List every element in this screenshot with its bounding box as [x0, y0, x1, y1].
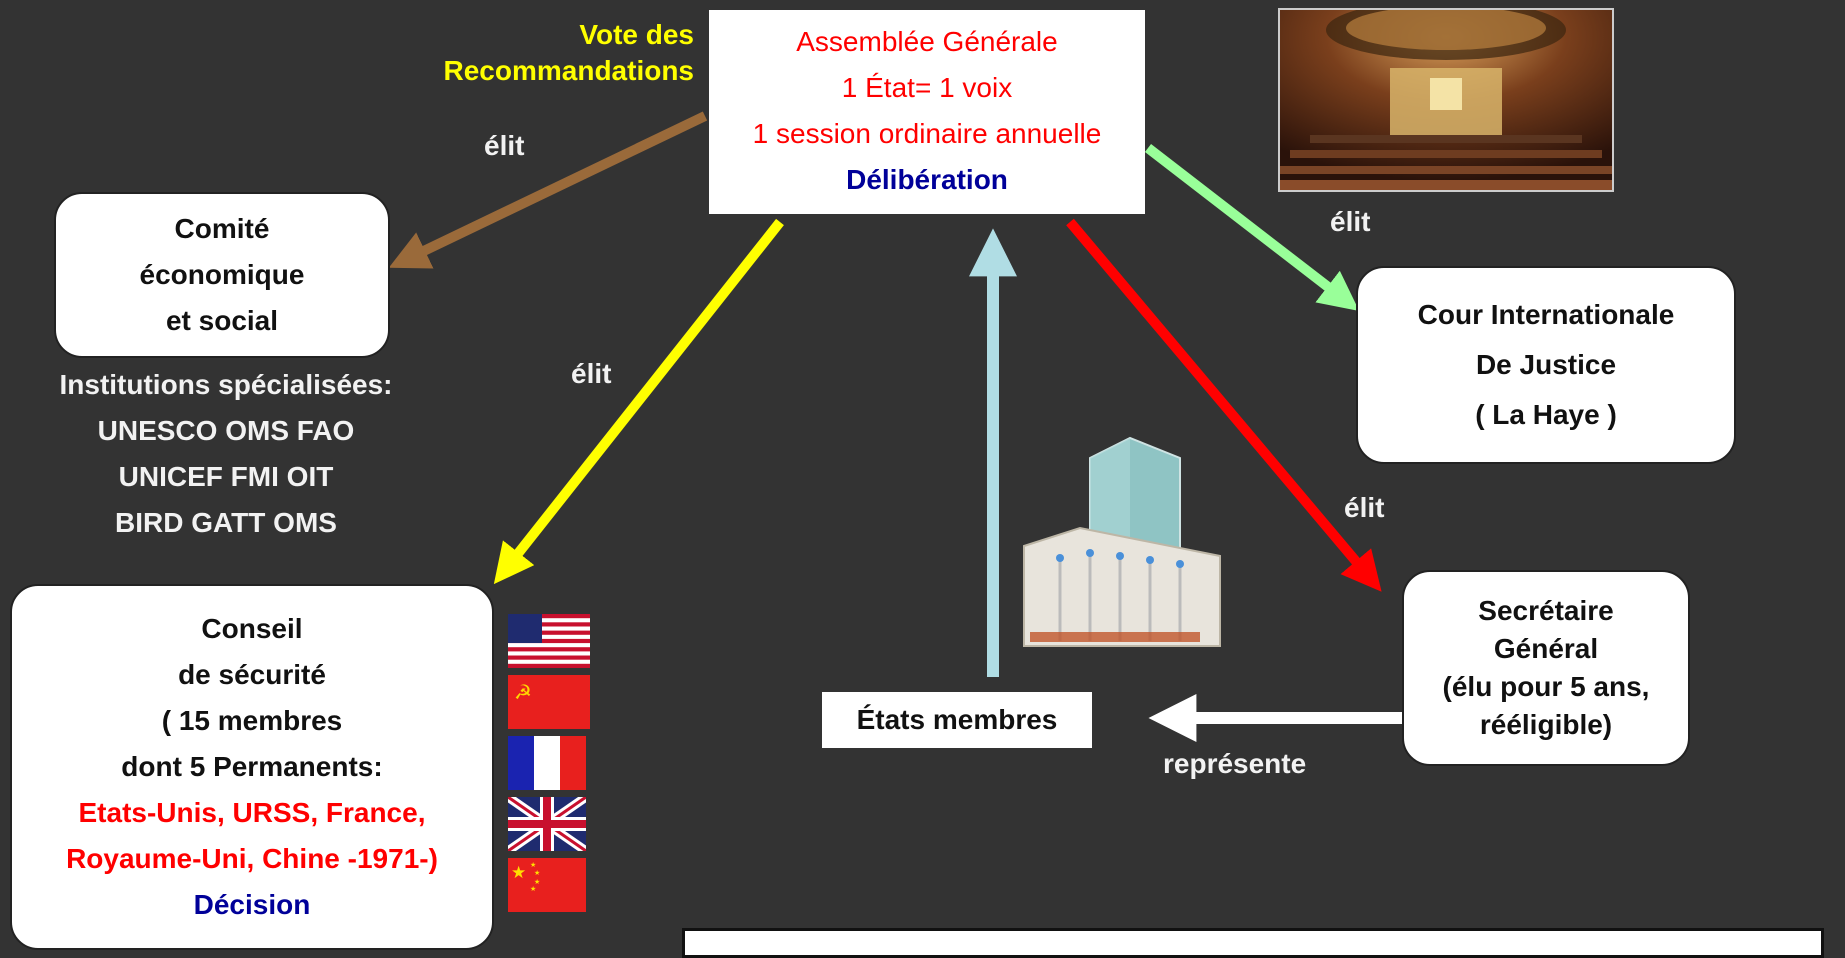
ussr-flag: ☭	[508, 675, 590, 729]
security-council-line: de sécurité	[178, 659, 326, 690]
elit-label-security: élit	[571, 358, 612, 389]
secretary-line: Général	[1493, 633, 1599, 664]
court-line: Cour Internationale	[1417, 299, 1675, 330]
svg-text:★: ★	[530, 861, 536, 869]
arrow-assembly-to-ecosoc	[388, 111, 708, 269]
usa-flag	[508, 614, 590, 668]
secretary-general-box: Secrétaire Général (élu pour 5 ans, réél…	[1402, 570, 1690, 766]
secretary-line: rééligible)	[1479, 709, 1613, 740]
member-states-box: États membres	[822, 692, 1092, 748]
member-states-label: États membres	[856, 704, 1058, 735]
security-council-line: Conseil	[201, 613, 303, 644]
arrow-assembly-to-secretary	[1066, 218, 1382, 592]
vote-recommendations-label: Vote des Recommandations	[380, 17, 695, 89]
elit-label-court: élit	[1330, 206, 1371, 237]
arrow-assembly-to-security-council	[493, 218, 784, 585]
institutions-title: Institutions spécialisées:	[59, 369, 393, 400]
svg-text:☭: ☭	[514, 680, 532, 704]
assembly-line-vote: 1 État= 1 voix	[841, 72, 1013, 103]
france-flag	[508, 736, 586, 790]
ecosoc-line: Comité	[174, 213, 270, 244]
elit-label-secretary: élit	[1344, 492, 1385, 523]
security-council-role: Décision	[193, 889, 311, 920]
security-council-box: Conseil de sécurité ( 15 membres dont 5 …	[10, 584, 494, 950]
security-council-line: dont 5 Permanents:	[121, 751, 383, 782]
ecosoc-line: et social	[165, 305, 279, 336]
security-council-line: ( 15 membres	[161, 705, 343, 736]
specialized-institutions: Institutions spécialisées: UNESCO OMS FA…	[20, 362, 432, 546]
assembly-title: Assemblée Générale	[796, 26, 1058, 57]
institutions-line: UNICEF FMI OIT	[118, 461, 334, 492]
court-line: De Justice	[1475, 349, 1617, 380]
assembly-hall-image	[1280, 10, 1612, 190]
svg-text:★: ★	[534, 878, 540, 886]
un-headquarters-illustration	[1020, 436, 1228, 656]
china-flag: ★ ★ ★ ★ ★	[508, 858, 586, 912]
assembly-role: Délibération	[846, 164, 1008, 195]
svg-text:★: ★	[530, 885, 536, 893]
secretary-line: Secrétaire	[1478, 595, 1614, 626]
svg-text:★: ★	[534, 869, 540, 877]
secretary-line: (élu pour 5 ans,	[1442, 671, 1650, 702]
ecosoc-line: économique	[139, 259, 305, 290]
institutions-line: BIRD GATT OMS	[115, 507, 337, 538]
arrow-assembly-to-court	[1144, 144, 1360, 311]
svg-text:★: ★	[511, 863, 526, 883]
general-assembly-box: Assemblée Générale 1 État= 1 voix 1 sess…	[709, 10, 1145, 214]
institutions-line: UNESCO OMS FAO	[97, 415, 355, 446]
permanent-members-line: Royaume-Uni, Chine -1971-)	[66, 843, 438, 874]
ecosoc-box: Comité économique et social	[54, 192, 390, 358]
vote-label-line: Recommandations	[443, 55, 695, 86]
assembly-hall-photo	[1278, 8, 1614, 192]
court-line: ( La Haye )	[1475, 399, 1617, 430]
permanent-members-line: Etats-Unis, URSS, France,	[78, 797, 426, 828]
assembly-line-session: 1 session ordinaire annuelle	[752, 118, 1102, 149]
vote-label-line: Vote des	[579, 19, 694, 50]
elit-label-ecosoc: élit	[484, 130, 525, 161]
bottom-text-panel	[682, 928, 1824, 958]
represente-label: représente	[1163, 748, 1307, 779]
international-court-box: Cour Internationale De Justice ( La Haye…	[1356, 266, 1736, 464]
uk-flag	[508, 797, 586, 851]
